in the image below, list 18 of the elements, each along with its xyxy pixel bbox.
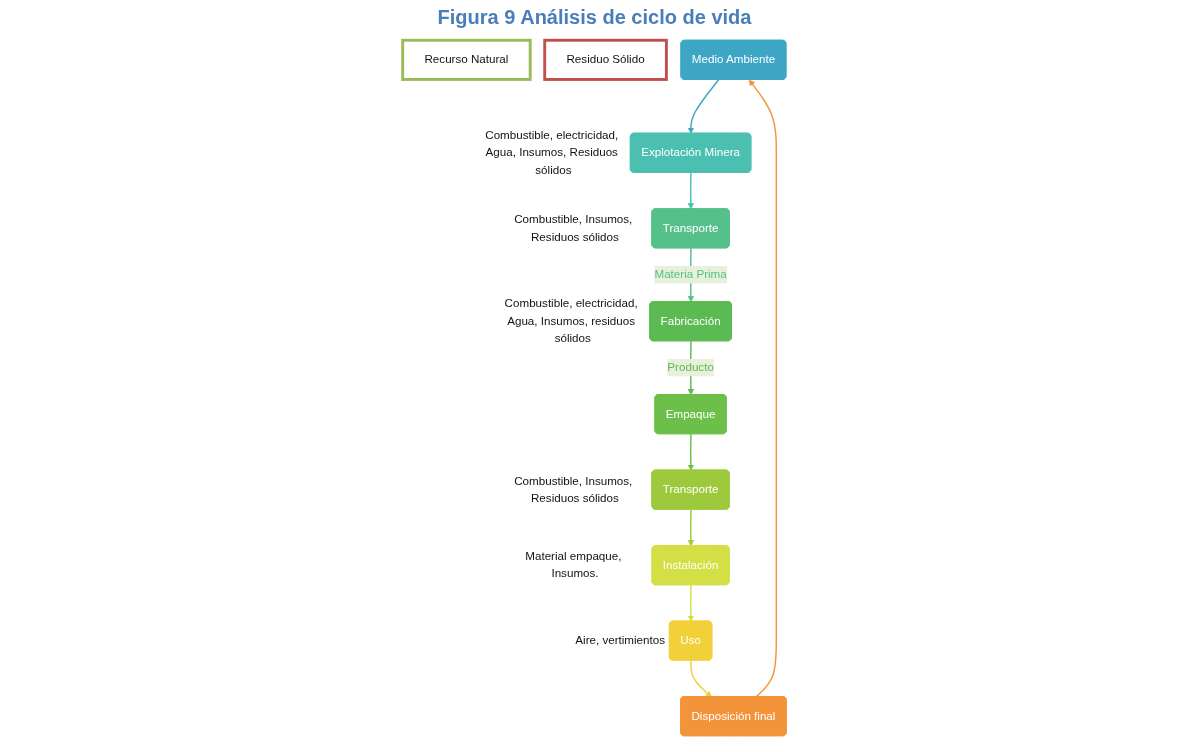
node-box: Residuo Sólido [543,38,668,81]
arrow [687,584,695,622]
arrow [687,79,720,134]
node-label: Combustible, Insumos, Residuos sólidos [514,474,633,505]
arrow [687,172,695,210]
edge-label: Producto [667,361,714,374]
node-label: Combustible, electricidad, Agua, Insumos, Residuos sólidos [485,128,619,177]
node-box: Recurso Natural [401,38,532,81]
node-label: Aire, vertimientos [575,634,666,647]
arrow [748,79,778,698]
figure-title: Figura 9 Análisis de ciclo de vida [436,6,753,29]
node-label: Combustible, Insumos, Residuos sólidos [514,213,633,243]
arrow [687,508,695,547]
node-label: Combustible, electricidad, Agua, Insumos, residuos sólidos [504,297,638,345]
arrow [687,433,695,471]
edge-label: Materia Prima [654,268,727,281]
arrow [690,659,712,698]
node-label: Material empaque, Insumos. [525,549,622,580]
